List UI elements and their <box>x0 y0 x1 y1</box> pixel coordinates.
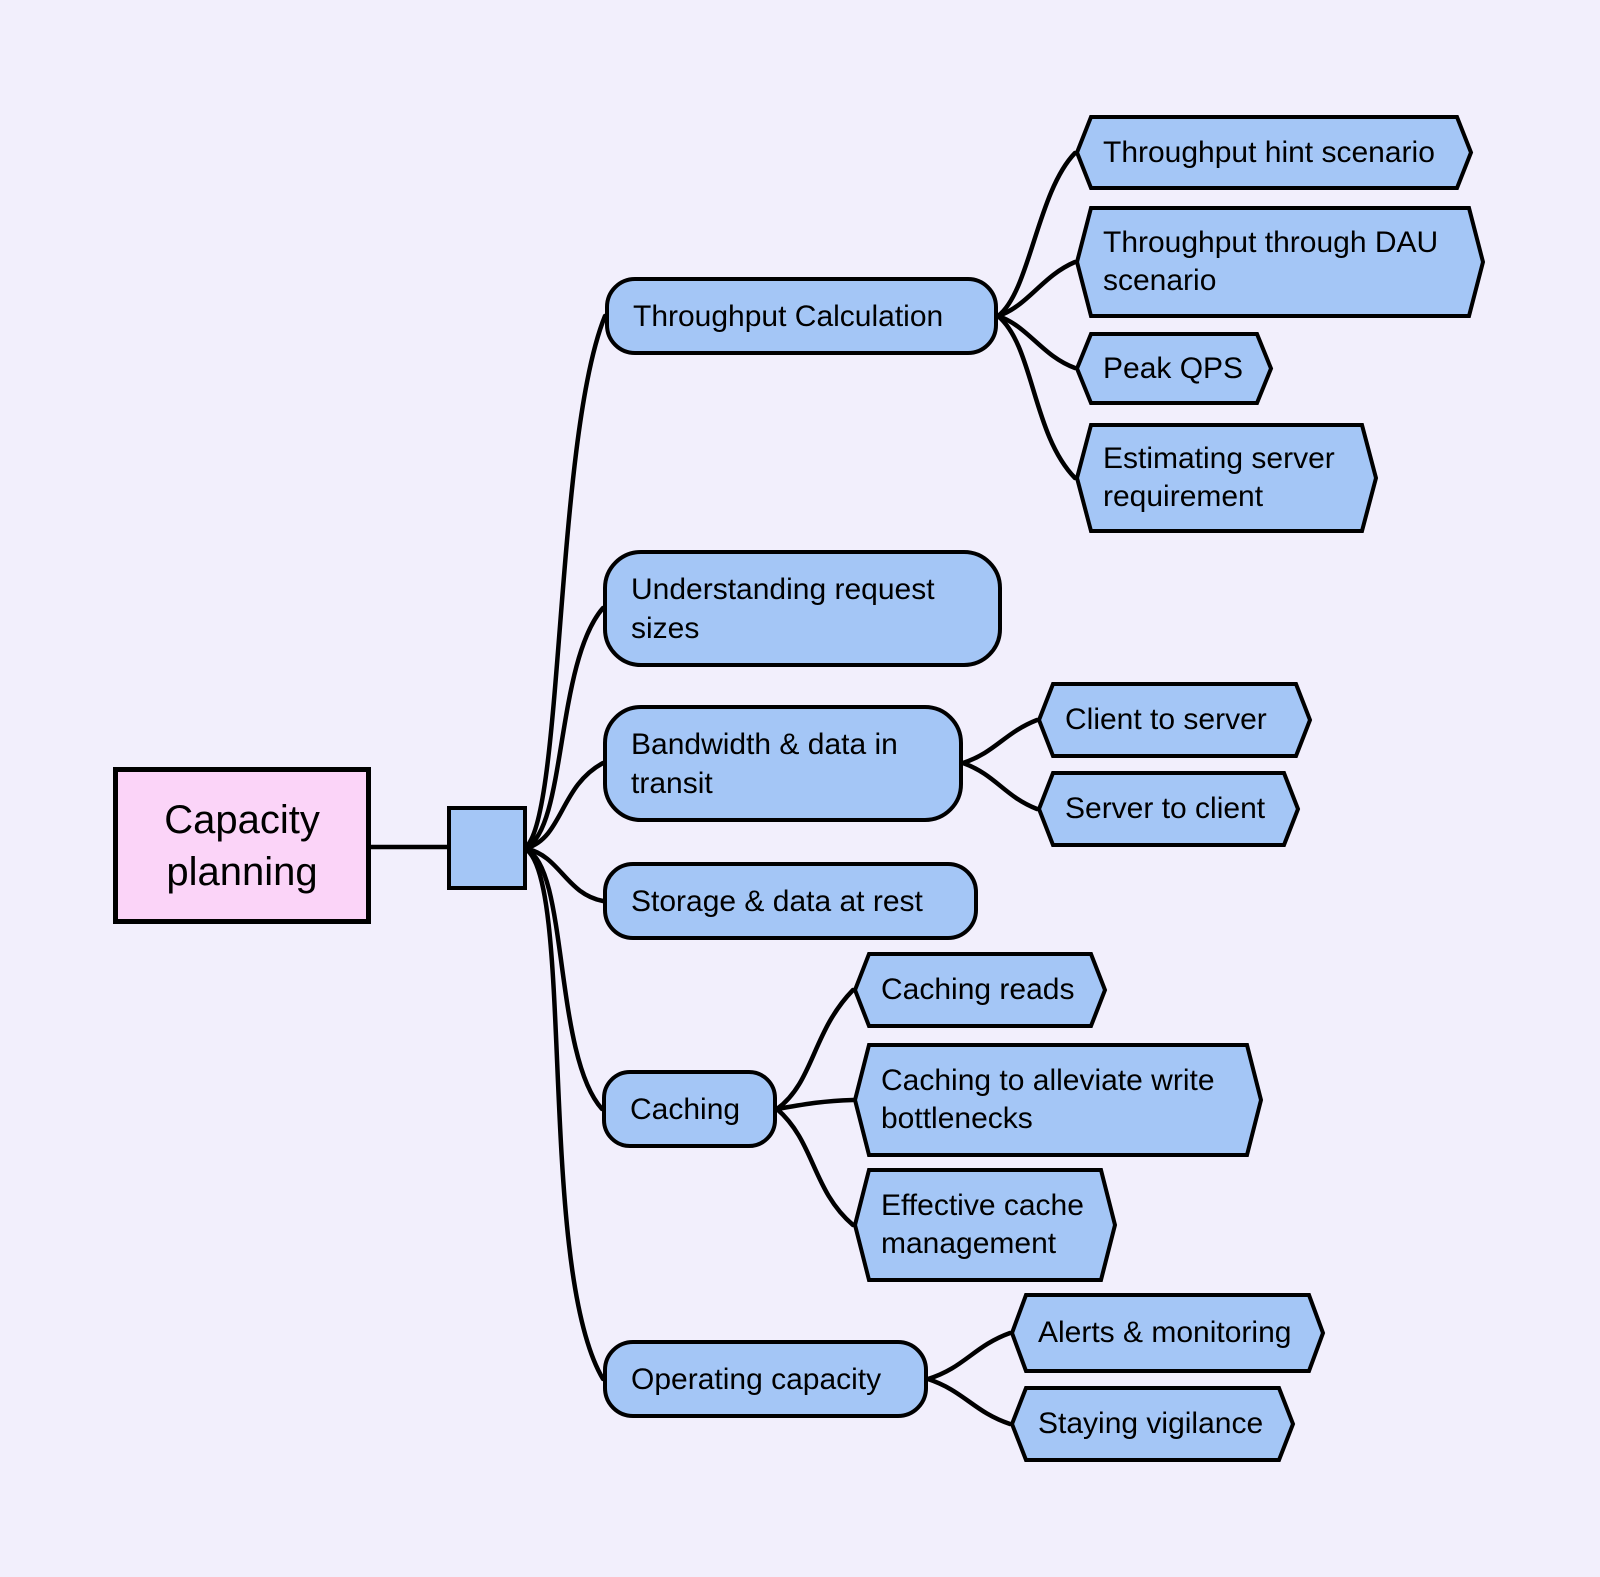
leaf-node-label: Staying vigilance <box>1038 1407 1264 1440</box>
leaf-node-label: Effective cache management <box>881 1189 1084 1260</box>
hexagon-shape <box>1009 1293 1326 1373</box>
leaf-node-label: Throughput through DAU scenario <box>1103 226 1439 297</box>
edge-hub-storage-data-at-rest <box>524 846 606 904</box>
edge-caching-effective-cache-management <box>774 1106 856 1228</box>
root-branch-hub <box>447 806 527 890</box>
hexagon-shape <box>852 1043 1264 1157</box>
leaf-node-label: Server to client <box>1065 792 1266 825</box>
leaf-node-server-to-client: Server to client <box>1036 771 1301 847</box>
edge-caching-write-bottlenecks <box>774 1097 856 1112</box>
leaf-node-alerts-monitoring: Alerts & monitoring <box>1009 1293 1326 1373</box>
hexagon-shape <box>852 1168 1118 1282</box>
leaf-node-caching-reads: Caching reads <box>852 952 1108 1028</box>
root-node-label: Capacity planning <box>164 797 320 894</box>
branch-node-label: Bandwidth & data in transit <box>631 727 898 800</box>
edge-throughput-calculation-dau-scenario <box>995 259 1078 319</box>
leaf-node-caching-to-alleviate-write-bottlenecks: Caching to alleviate write bottlenecks <box>852 1043 1264 1157</box>
edge-throughput-calculation-hint-scenario <box>995 150 1078 319</box>
branch-node-understanding-request-sizes: Understanding request sizes <box>603 550 1002 667</box>
edge-operating-capacity-alerts-monitoring <box>925 1330 1013 1382</box>
leaf-node-label: Throughput hint scenario <box>1103 135 1435 169</box>
leaf-node-client-to-server: Client to server <box>1036 682 1313 758</box>
hexagon-shape <box>1009 1386 1296 1462</box>
hexagon-shape <box>1074 423 1379 533</box>
edge-throughput-calculation-estimating-server <box>995 313 1078 481</box>
leaf-node-label: Caching to alleviate write bottlenecks <box>881 1064 1215 1135</box>
hexagon-shape <box>1074 115 1474 190</box>
hexagon-shape <box>1036 682 1313 758</box>
edge-hub-understanding-request-sizes <box>524 605 606 850</box>
branch-node-storage-data-at-rest: Storage & data at rest <box>603 862 978 940</box>
leaf-node-effective-cache-management: Effective cache management <box>852 1168 1118 1282</box>
hexagon-shape <box>1074 332 1274 405</box>
root-node-capacity-planning: Capacity planning <box>113 767 371 924</box>
leaf-node-peak-qps: Peak QPS <box>1074 332 1274 405</box>
leaf-node-staying-vigilance: Staying vigilance <box>1009 1386 1296 1462</box>
hexagon-shape <box>1036 771 1301 847</box>
branch-node-label: Caching <box>630 1092 741 1126</box>
leaf-node-label: Estimating server requirement <box>1103 442 1335 513</box>
branch-node-label: Throughput Calculation <box>633 299 944 333</box>
edge-hub-throughput-calculation <box>524 313 608 849</box>
branch-node-caching: Caching <box>602 1070 777 1148</box>
edge-caching-caching-reads <box>774 987 856 1112</box>
branch-node-label: Storage & data at rest <box>631 884 923 918</box>
leaf-node-throughput-hint-scenario: Throughput hint scenario <box>1074 115 1474 190</box>
leaf-node-label: Client to server <box>1065 703 1267 736</box>
hexagon-shape <box>1074 206 1486 318</box>
edge-hub-bandwidth-data-in-transit <box>524 760 606 851</box>
branch-node-bandwidth-data-in-transit: Bandwidth & data in transit <box>603 705 963 822</box>
leaf-node-throughput-through-dau-scenario: Throughput through DAU scenario <box>1074 206 1486 318</box>
hexagon-shape <box>852 952 1108 1028</box>
edge-hub-caching <box>524 847 605 1112</box>
edge-operating-capacity-staying-vigilance <box>925 1376 1013 1427</box>
branch-node-throughput-calculation: Throughput Calculation <box>605 277 998 355</box>
leaf-node-label: Caching reads <box>881 973 1075 1006</box>
edge-bandwidth-server-to-client <box>960 760 1040 812</box>
edge-throughput-calculation-peak-qps <box>995 313 1078 371</box>
leaf-node-estimating-server-requirement: Estimating server requirement <box>1074 423 1379 533</box>
branch-node-operating-capacity: Operating capacity <box>603 1340 928 1418</box>
branch-node-label: Understanding request sizes <box>631 572 935 645</box>
leaf-node-label: Peak QPS <box>1103 351 1244 385</box>
branch-node-label: Operating capacity <box>631 1362 882 1396</box>
edge-hub-operating-capacity <box>524 847 606 1382</box>
leaf-node-label: Alerts & monitoring <box>1038 1316 1292 1349</box>
edge-bandwidth-client-to-server <box>960 717 1040 766</box>
